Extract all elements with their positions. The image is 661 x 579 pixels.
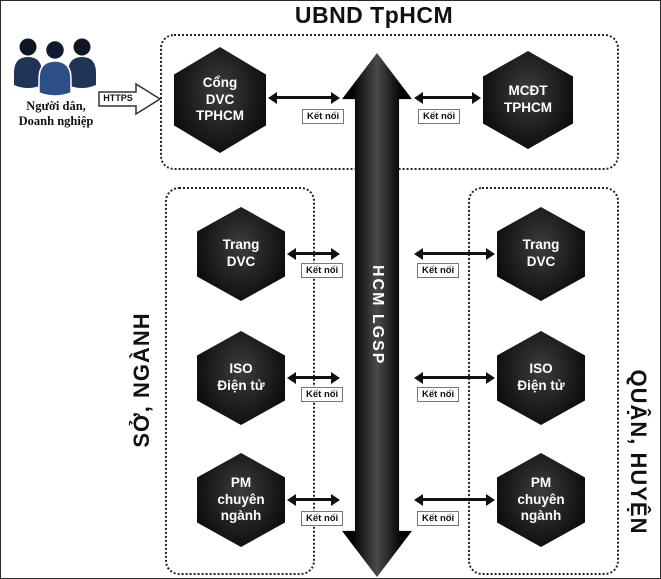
connector-label: Kết nối [301, 263, 344, 278]
hexagon-label-line: ISO [229, 361, 253, 377]
hexagon-label-line: Điện tử [517, 378, 565, 393]
hexagon-label-line: ngành [220, 508, 262, 524]
hexagon-label-line: chuyên [217, 491, 265, 507]
citizens-icon [14, 38, 96, 97]
so-nganh-group-box [165, 187, 315, 575]
hexagon-label-line: Trang [222, 237, 260, 253]
hcm-lgsp-label: HCM LGSP [369, 264, 386, 366]
hexagon-label-line: ngành [520, 508, 562, 524]
connector-arrow-top-left [268, 91, 340, 104]
connector-label: Kết nối [301, 511, 344, 526]
connector-arrow-left-3 [287, 493, 340, 506]
diagram-title: UBND TpHCM [294, 2, 454, 28]
hexagon-label-line: ISO [529, 361, 553, 377]
hexagon-label-line: chuyên [517, 491, 565, 507]
hexagon-label-line: MCĐT [508, 83, 548, 99]
connector-arrow-left-2 [287, 371, 340, 384]
hexagon-label-line: PM [530, 474, 552, 490]
hexagon-label-line: TPHCM [196, 108, 244, 124]
citizens-group: Người dân, Doanh nghiệp [1, 1, 113, 133]
connector-label: Kết nối [417, 511, 460, 526]
citizens-label-line2: Doanh nghiệp [18, 114, 94, 128]
hexagon-label-line: DVC [526, 254, 556, 269]
connector-arrow-right-3 [414, 493, 495, 506]
connector-arrow-right-1 [414, 247, 495, 260]
connector-arrow-right-2 [414, 371, 495, 384]
quan-huyen-label: QUẬN, HUYỆN [626, 369, 651, 535]
https-arrow-shape [98, 82, 162, 116]
connector-arrow-left-1 [287, 247, 340, 260]
quan-huyen-group-box [468, 187, 619, 575]
connector-label: Kết nối [301, 387, 344, 402]
citizens-label: Người dân, Doanh nghiệp [1, 99, 111, 129]
connector-arrow-top-right [414, 91, 481, 104]
citizens-label-line1: Người dân, [26, 99, 86, 113]
https-label: HTTPS [103, 93, 133, 103]
hexagon-label-line: PM [230, 474, 252, 490]
hexagon-label-line: TPHCM [504, 100, 552, 115]
hexagon-label-line: DVC [226, 254, 256, 269]
so-nganh-label: SỞ, NGÀNH [129, 312, 154, 448]
hexagon-label-line: Trang [522, 237, 560, 253]
https-arrow: HTTPS [98, 81, 162, 117]
hexagon-label-line: Điện tử [217, 378, 265, 393]
connector-label: Kết nối [417, 263, 460, 278]
hexagon-label-line: Cổng [202, 74, 238, 90]
connector-label: Kết nối [417, 387, 460, 402]
connector-label: Kết nối [302, 109, 345, 124]
hexagon-label-line: DVC [205, 91, 235, 107]
connector-label: Kết nối [418, 109, 461, 124]
